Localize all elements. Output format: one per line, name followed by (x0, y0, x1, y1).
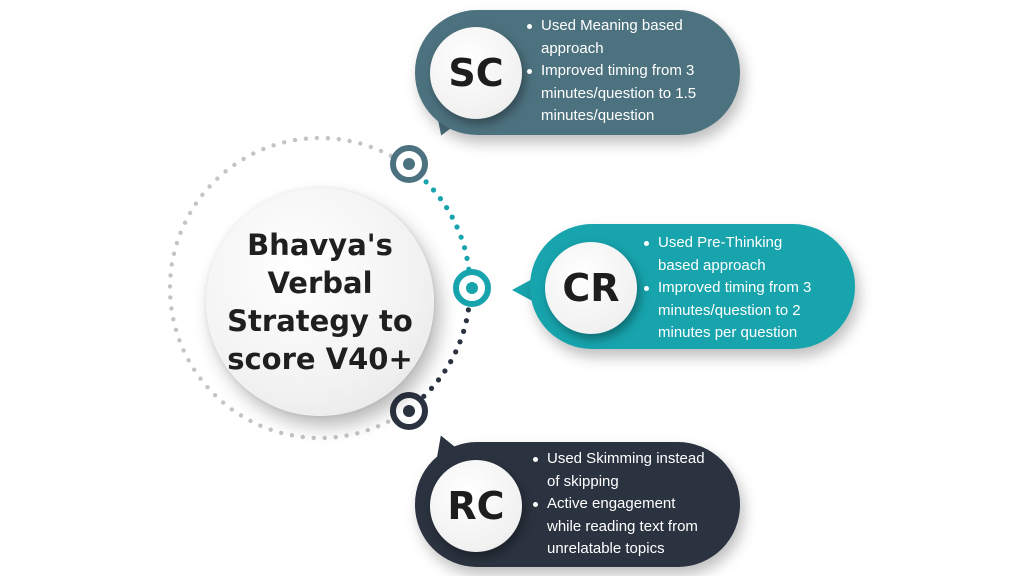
sc-badge: SC (430, 27, 522, 119)
ring-dot (241, 156, 246, 162)
ring-dot (385, 419, 391, 424)
ring-dot (167, 284, 173, 289)
ring-dot (205, 385, 210, 390)
node-sc (390, 145, 428, 183)
sc-bullet: Improved timing from 3 minutes/question … (527, 60, 707, 128)
ring-dot (421, 393, 427, 399)
ring-dot (435, 377, 442, 383)
ring-dot (333, 435, 338, 440)
sc-label: SC (448, 51, 504, 95)
ring-dot (365, 428, 370, 433)
ring-dot (223, 169, 228, 174)
ring-dot (442, 368, 448, 374)
ring-dot (171, 251, 177, 256)
ring-dot (251, 151, 256, 156)
ring-dot (465, 307, 471, 313)
rc-bullet: Used Skimming instead of skipping (533, 448, 713, 493)
node-rc (390, 392, 428, 430)
rc-bullet: Active engagement while reading text fro… (533, 493, 713, 561)
ring-dot (271, 143, 276, 148)
ring-dot (448, 359, 454, 365)
ring-dot (258, 423, 263, 428)
ring-dot (182, 220, 188, 225)
ring-dot (423, 179, 429, 185)
ring-dot (168, 295, 173, 300)
center-circle: Bhavya's Verbal Strategy to score V40+ (206, 188, 434, 416)
ring-dot (193, 201, 199, 206)
ring-dot (229, 407, 234, 412)
center-title: Bhavya's Verbal Strategy to score V40+ (227, 228, 413, 376)
ring-dot (344, 433, 349, 438)
rc-badge: RC (430, 460, 522, 552)
ring-dot (375, 424, 381, 429)
ring-dot (171, 317, 176, 322)
ring-dot (248, 418, 253, 424)
ring-dot (314, 135, 320, 141)
cr-label: CR (562, 266, 620, 310)
ring-dot (355, 431, 360, 436)
ring-dot (282, 140, 287, 145)
node-cr (453, 269, 491, 307)
ring-dot (300, 434, 305, 440)
sc-bullet: Used Meaning based approach (527, 15, 707, 60)
ring-dot (181, 348, 186, 353)
ring-dot (289, 433, 295, 438)
ring-dot (347, 138, 352, 144)
ring-dot (279, 430, 284, 436)
ring-dot (186, 358, 191, 363)
cr-bullet: Used Pre-Thinking based approach (644, 232, 824, 277)
ring-dot (325, 136, 331, 141)
ring-dot (322, 435, 327, 441)
ring-dot (463, 318, 469, 324)
ring-dot (444, 205, 450, 211)
ring-dot (261, 146, 266, 152)
ring-dot (177, 338, 182, 343)
ring-dot (449, 214, 455, 220)
ring-dot (173, 327, 179, 332)
ring-dot (461, 328, 467, 334)
ring-dot (453, 349, 459, 355)
ring-dot (303, 136, 309, 141)
ring-dot (215, 176, 220, 181)
rc-bullet-list: Used Skimming instead of skipping Active… (533, 448, 713, 561)
ring-dot (207, 184, 212, 189)
ring-dot (168, 273, 173, 278)
ring-dot (200, 192, 205, 197)
ring-dot (187, 210, 193, 216)
ring-dot (169, 262, 174, 267)
ring-dot (378, 148, 384, 154)
ring-dot (336, 137, 341, 142)
ring-dot (192, 367, 197, 372)
ring-dot (437, 196, 443, 202)
ring-dot (458, 234, 464, 240)
ring-dot (461, 245, 468, 251)
ring-dot (212, 393, 218, 398)
sc-bullet-list: Used Meaning based approach Improved tim… (527, 15, 707, 128)
ring-dot (268, 427, 273, 432)
cr-bullet-list: Used Pre-Thinking based approach Improve… (644, 232, 824, 345)
ring-dot (358, 141, 363, 146)
ring-dot (174, 240, 180, 246)
cr-badge: CR (545, 242, 637, 334)
ring-dot (198, 376, 203, 381)
ring-dot (368, 144, 373, 150)
cr-bullet: Improved timing from 3 minutes/question … (644, 277, 824, 345)
ring-dot (464, 255, 470, 261)
ring-dot (457, 339, 463, 345)
ring-dot (238, 413, 244, 418)
ring-dot (454, 224, 460, 230)
ring-dot (232, 162, 237, 167)
ring-dot (292, 137, 298, 143)
ring-dot (430, 187, 437, 193)
ring-dot (311, 435, 316, 441)
ring-dot (169, 306, 174, 311)
ring-dot (178, 230, 183, 235)
ring-dot (221, 400, 226, 405)
ring-dot (428, 385, 435, 391)
rc-label: RC (447, 484, 505, 528)
